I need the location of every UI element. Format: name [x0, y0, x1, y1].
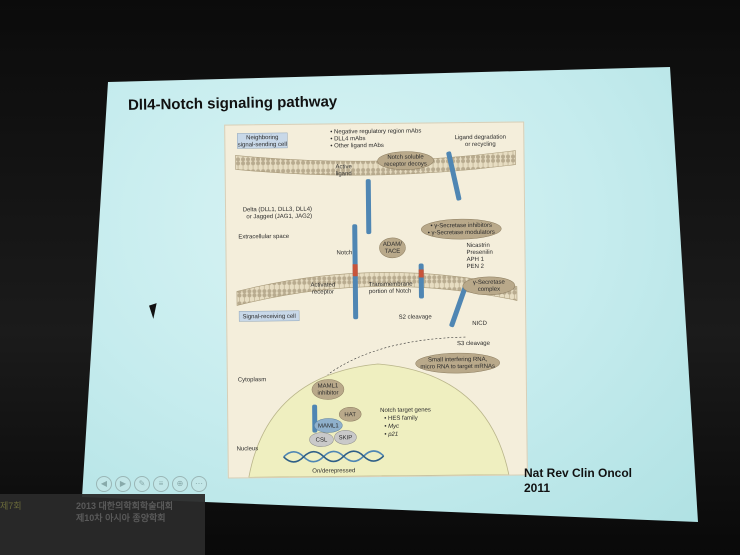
transmembrane-l2: portion of Notch [369, 289, 411, 295]
banner-text: 2013 대한의학회학술대회 제10차 아시아 종양학회 [76, 500, 246, 524]
dna-strand-b [283, 450, 385, 463]
transmembrane-site [418, 269, 424, 278]
degraded-ligand-bar [446, 151, 462, 201]
activated-receptor-l2: receptor [312, 289, 334, 295]
hat-label: HAT [344, 412, 356, 418]
transmembrane-bar [418, 263, 424, 299]
sirna-oval [415, 352, 500, 374]
notch-target-genes: Notch target genes [380, 407, 431, 414]
zoom-icon[interactable]: ⊕ [172, 476, 188, 492]
notch-decoys-oval [377, 151, 434, 170]
nicastrin: Nicastrin [466, 243, 489, 249]
csl-label: CSL [316, 438, 328, 444]
skip-oval [334, 430, 357, 445]
myc: • Myc [384, 424, 399, 430]
maml1-label: MAML1 [318, 423, 339, 429]
gamma-complex-oval [462, 276, 516, 296]
pen-icon[interactable]: ✎ [134, 476, 150, 492]
aph1: APH 1 [467, 257, 485, 263]
transmembrane-l1: Transmembrane [369, 282, 414, 288]
hes-family: • HES family [384, 416, 418, 422]
adam-l1: ADAM/ [383, 242, 402, 248]
gamma-complex-l2: complex [478, 287, 500, 293]
delta-l1: Delta (DLL1, DLL3, DLL4) [243, 207, 312, 214]
other-ligand-mabs: • Other ligand mAbs [330, 143, 384, 150]
hat-oval [338, 407, 362, 422]
maml1-inhibitor-l2: inhibitor [317, 390, 338, 396]
banner-line-2: 제10차 아시아 종양학회 [76, 513, 166, 523]
more-icon[interactable]: ⋯ [191, 476, 207, 492]
banner-left-text: 제7회 [0, 501, 22, 511]
pathway-diagram: Neighboring signal-sending cell • Negati… [235, 129, 518, 478]
sirna-l1: Small interfering RNA, [428, 357, 488, 364]
extracellular-space: Extracellular space [238, 234, 289, 241]
s3-cleavage: S3 cleavage [457, 341, 491, 347]
prev-arrow-icon[interactable]: ◀ [96, 476, 112, 492]
active-ligand-l2: ligand [336, 171, 352, 177]
active-ligand-l1: Active [335, 164, 352, 170]
s2-cleavage: S2 cleavage [399, 314, 433, 320]
pathway-figure: Neighboring signal-sending cell • Negati… [224, 121, 528, 479]
nicd-bar [449, 284, 468, 328]
adam-l2: TACE [385, 249, 401, 255]
neighboring-cell-l1: Neighboring [246, 135, 278, 141]
receiving-cell-box [238, 310, 300, 322]
gamma-inhibitors-oval [421, 218, 502, 240]
neighboring-cell-box [236, 132, 288, 149]
menu-icon[interactable]: ≡ [153, 476, 169, 492]
gamma-complex-l1: γ-Secretase [473, 280, 506, 286]
neg-reg-mabs: • Negative regulatory region mAbs [330, 129, 421, 136]
delta-l2: or Jagged (JAG1, JAG2) [246, 214, 312, 221]
gamma-modulators: • γ-Secretase modulators [428, 230, 495, 237]
nucleus-label: Nucleus [237, 446, 259, 452]
maml1-inhibitor-l1: MAML1 [318, 383, 339, 389]
sirna-l2: micro RNA to target mRNAs [420, 364, 495, 371]
cytoplasm: Cytoplasm [238, 377, 266, 383]
notch-decoys-l2: receptor decoys [384, 161, 427, 167]
ligand-degradation-l2: or recycling [465, 142, 496, 148]
p21: • p21 [384, 432, 398, 438]
ligand-degradation-l1: Ligand degradation [455, 135, 506, 142]
banner-line-1: 2013 대한의학회학술대회 [76, 501, 174, 511]
maml1-inhibitor-oval [311, 379, 345, 400]
citation-year: 2011 [524, 481, 551, 495]
adam-oval [379, 237, 406, 259]
notch-cleavage-site [352, 264, 358, 277]
csl-oval [309, 432, 334, 447]
citation-journal: Nat Rev Clin Oncol [524, 466, 633, 480]
skip-label: SKIP [339, 435, 353, 441]
upper-membrane [235, 150, 516, 176]
lower-membrane [236, 272, 518, 306]
signal-receiving-cell: Signal-receiving cell [242, 314, 295, 321]
dna-strand-a [283, 450, 385, 463]
neighboring-cell-l2: signal-sending cell [238, 142, 287, 149]
ligand-bar [365, 179, 372, 235]
nicd: NICD [472, 321, 487, 327]
dll4-mabs: • DLL4 mAbs [330, 136, 365, 142]
notch-label: Notch [336, 250, 352, 256]
next-arrow-icon[interactable]: ▶ [115, 476, 131, 492]
notch-decoys-l1: Notch soluble [387, 154, 424, 160]
slide-title: Dll4-Notch signaling pathway [127, 93, 338, 114]
presenilin: Presenilin [466, 250, 492, 256]
citation: Nat Rev Clin Oncol 2011 [524, 466, 654, 496]
pen2: PEN 2 [467, 264, 485, 270]
on-derepressed: On/derepressed [312, 468, 355, 474]
conference-banner [0, 494, 205, 555]
maml1-oval [314, 418, 343, 433]
slide-toolbar: ◀ ▶ ✎ ≡ ⊕ ⋯ [96, 476, 207, 492]
activated-receptor-l1: Activated [310, 282, 335, 288]
gamma-inhibitors: • γ-Secretase inhibitors [430, 223, 492, 230]
